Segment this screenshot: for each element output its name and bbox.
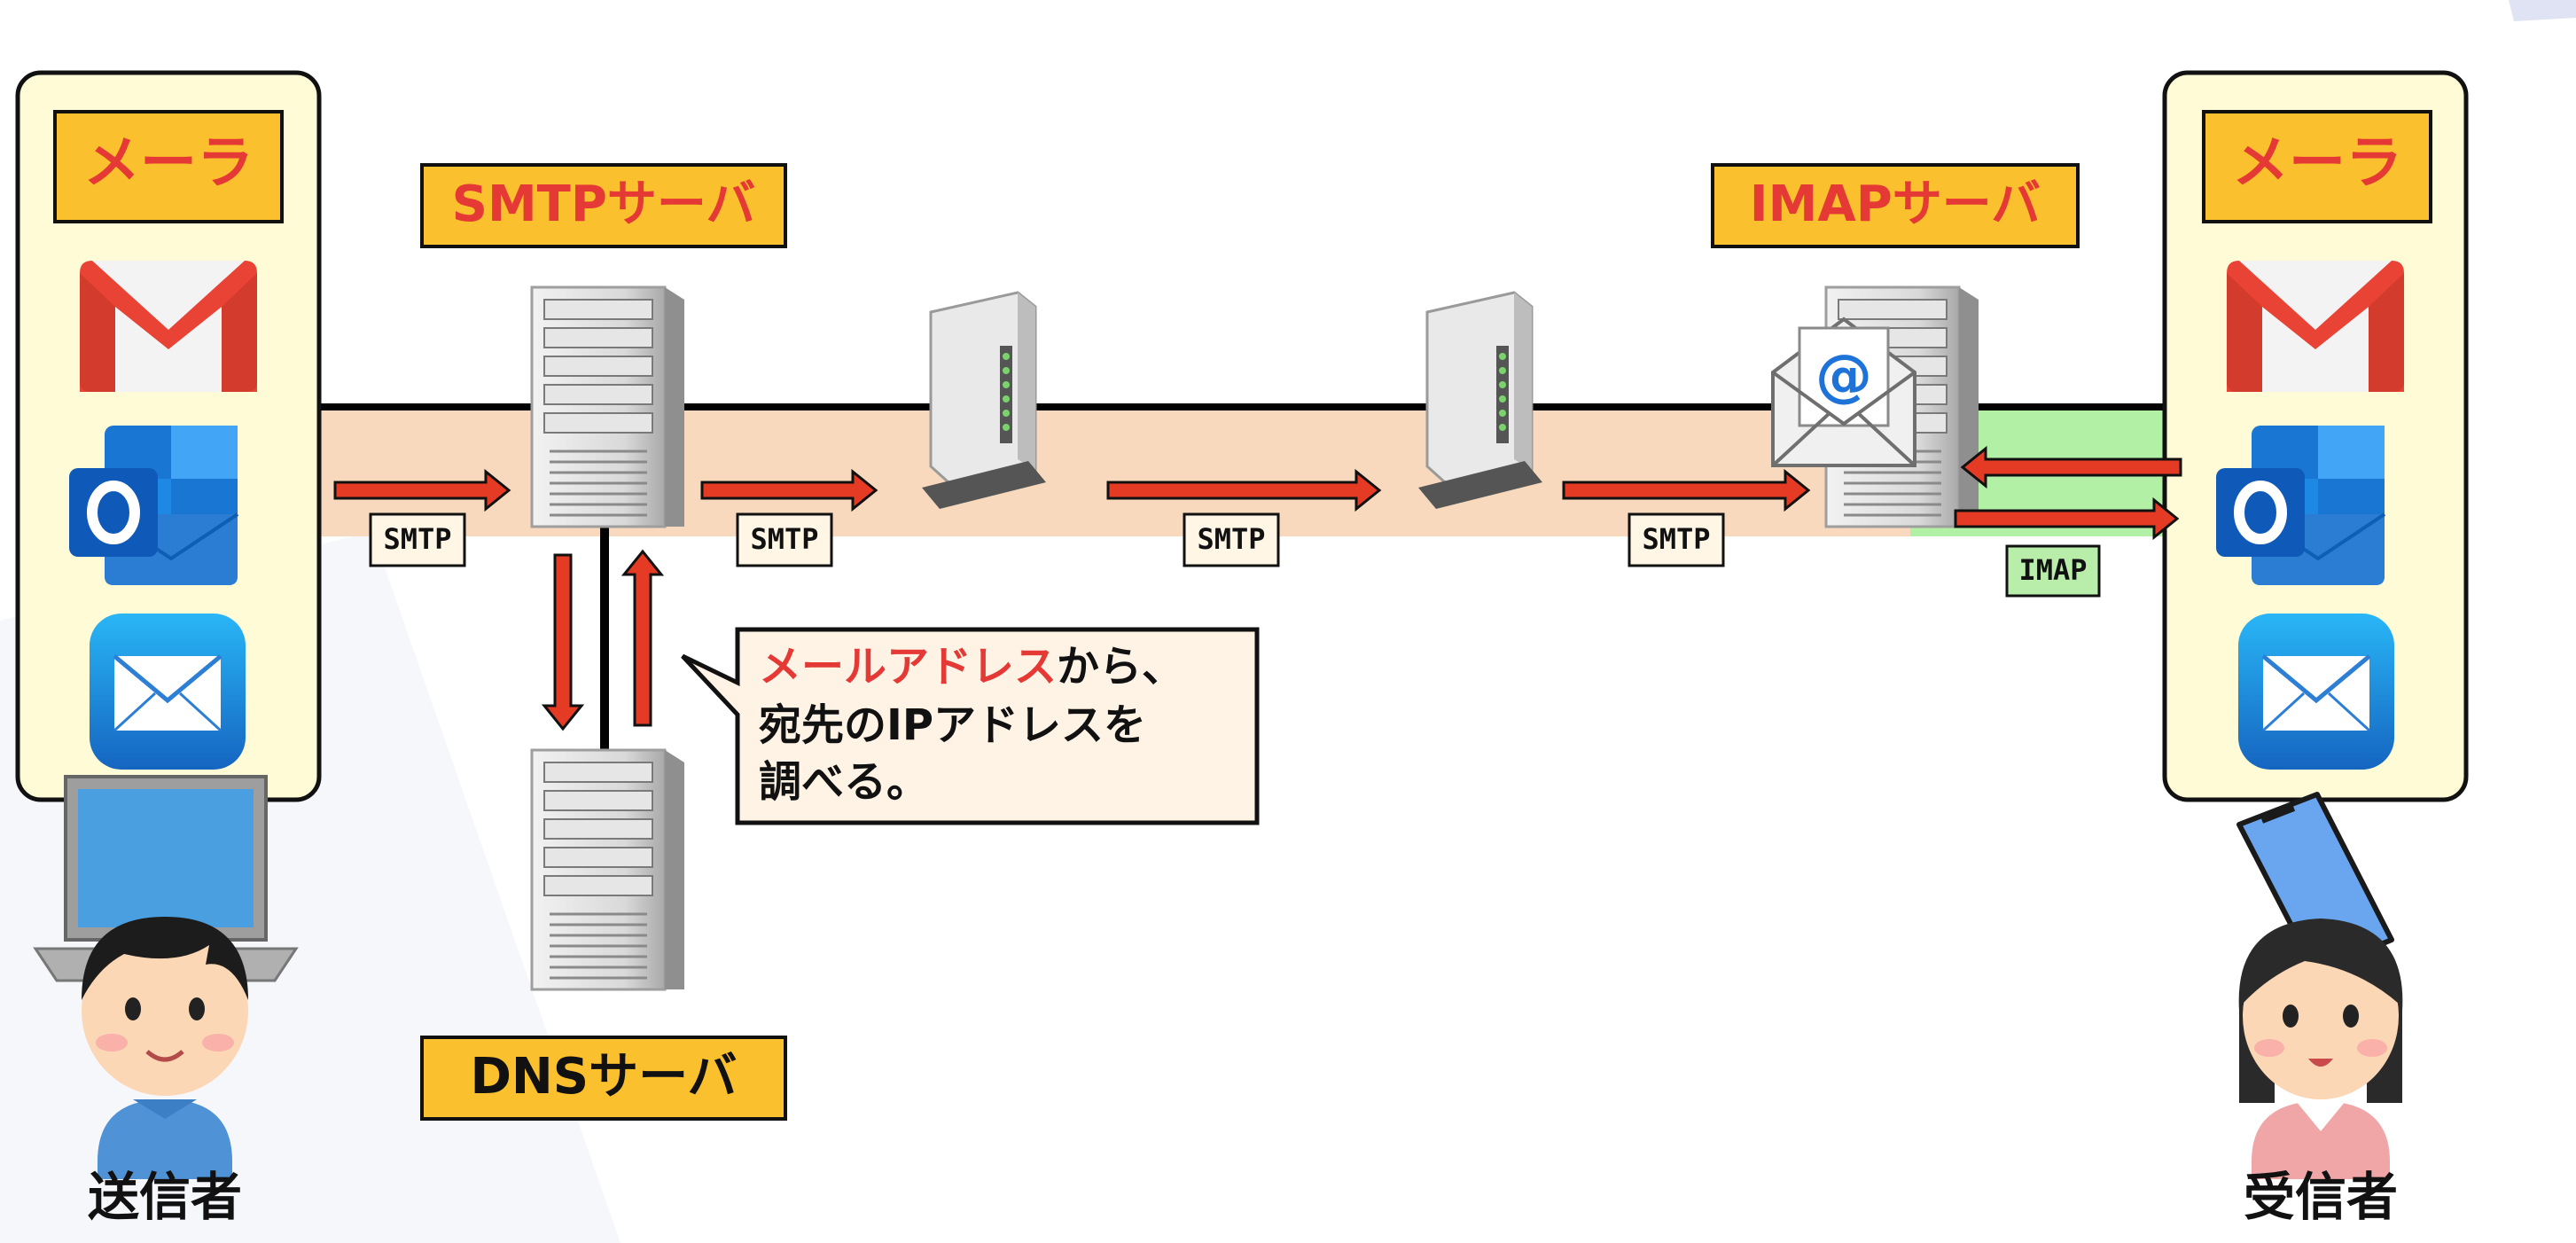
smtp-tag-3-text: SMTP	[1197, 522, 1265, 556]
mailer-label-right: メーラ	[2232, 131, 2402, 197]
receiver-label: 受信者	[2244, 1167, 2398, 1227]
smtp-tag-3	[1183, 512, 1280, 567]
sender-label: 送信者	[88, 1167, 242, 1227]
dns-response-arrow	[621, 549, 665, 727]
smtp-server-icon	[530, 285, 686, 528]
callout-box	[681, 627, 1260, 825]
smtp-tag-2	[736, 512, 833, 567]
imap-arrow-left	[1960, 445, 2182, 489]
imap-server-label: IMAPサーバ	[1750, 176, 2041, 233]
mailer-label-left: メーラ	[83, 131, 254, 197]
callout-line-3: 調べる。	[759, 757, 929, 807]
callout-line-2: 宛先のIPアドレスを	[759, 700, 1146, 750]
corner-decoration	[2509, 0, 2576, 21]
smtp-arrow-1	[333, 468, 511, 512]
smtp-server-label: SMTPサーバ	[452, 176, 756, 233]
sender-person-icon	[82, 917, 248, 1179]
smtp-arrow-2	[700, 468, 878, 512]
callout-line-1-rest: から、	[1057, 642, 1184, 692]
callout-highlight: メールアドレス	[759, 642, 1057, 692]
imap-tag-text: IMAP	[2018, 553, 2087, 587]
imap-server-label-box	[1711, 163, 2080, 248]
envelope-at-icon: @	[1771, 317, 1916, 467]
smtp-arrow-3	[1106, 468, 1382, 512]
callout-line-1: メールアドレスから、	[759, 642, 1184, 692]
dns-server-label-box	[420, 1036, 787, 1121]
smtp-tag-4	[1628, 512, 1725, 567]
mail-app-icon	[2238, 614, 2394, 770]
gmail-icon	[80, 261, 257, 392]
gmail-icon	[2227, 261, 2404, 392]
smtp-tag-4-text: SMTP	[1642, 522, 1710, 556]
dns-server-icon	[530, 748, 686, 991]
mailer-label-box-left	[53, 110, 284, 223]
smtp-tag-1-text: SMTP	[383, 522, 451, 556]
router-icon	[1417, 291, 1544, 511]
svg-text:@: @	[1815, 344, 1872, 410]
smtp-tag-2-text: SMTP	[750, 522, 818, 556]
smtp-tag-1	[369, 512, 466, 567]
mailer-label-box-right	[2202, 110, 2432, 223]
dns-server-label: DNSサーバ	[470, 1048, 737, 1106]
router-icon	[920, 291, 1048, 511]
smtp-server-label-box	[420, 163, 787, 248]
receiver-person-icon	[2238, 919, 2403, 1179]
smtp-arrow-4	[1562, 468, 1811, 512]
mail-app-icon	[90, 614, 246, 770]
imap-arrow-right	[1954, 496, 2180, 541]
imap-tag	[2005, 544, 2101, 598]
dns-query-arrow	[541, 553, 585, 731]
